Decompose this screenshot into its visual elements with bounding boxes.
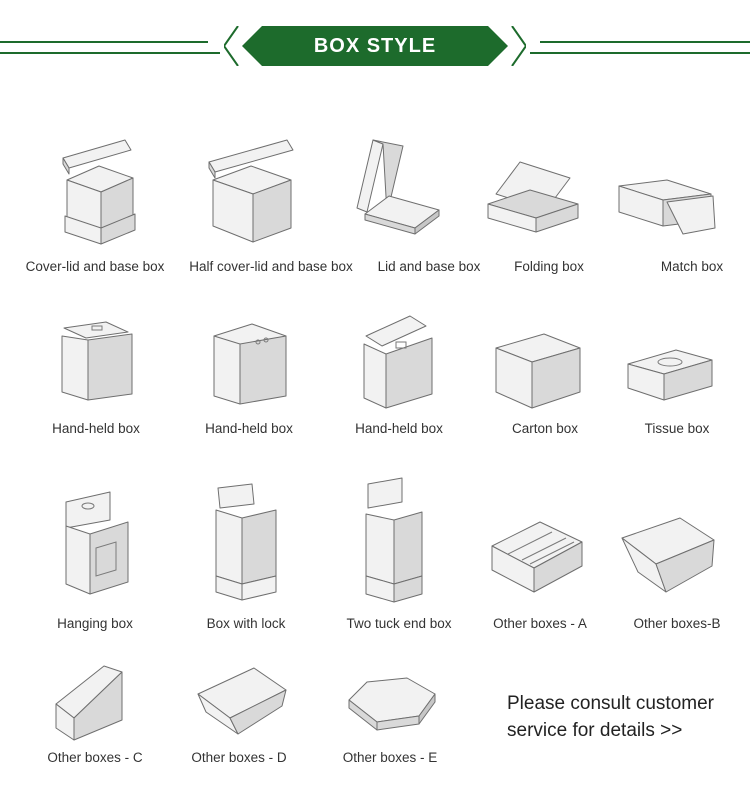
box-label: Hanging box [57, 616, 133, 631]
page-title: BOX STYLE [313, 35, 437, 57]
tissue-box-icon [627, 349, 713, 401]
box-with-lock-icon [215, 483, 277, 601]
hand-held-box-icon [363, 315, 433, 409]
box-label: Hand-held box [205, 421, 293, 436]
header-line-right-lower [530, 52, 750, 54]
hand-held-box-icon [213, 323, 287, 405]
display-box-icon [55, 665, 123, 741]
box-label: Match box [660, 259, 724, 274]
box-label: Other boxes - E [342, 750, 438, 765]
carton-box-icon [495, 333, 581, 409]
box-label: Two tuck end box [346, 616, 452, 631]
half-cover-lid-base-box-icon [208, 139, 294, 243]
box-label: Folding box [514, 259, 584, 274]
box-label: Other boxes - A [493, 616, 587, 631]
tray-box-icon [197, 667, 287, 735]
hexagon-tray-icon [348, 677, 436, 731]
box-label: Other boxes-B [633, 616, 721, 631]
two-tuck-end-box-icon [365, 477, 423, 603]
banner-shape [224, 26, 526, 66]
header-line-left-lower [0, 52, 220, 54]
section-banner: BOX STYLE [224, 26, 526, 66]
hand-held-box-icon [61, 321, 133, 401]
box-label: Tissue box [644, 421, 710, 436]
header-line-right [540, 41, 750, 43]
lid-base-box-icon [356, 139, 440, 235]
header-line-left [0, 41, 208, 43]
consult-line-2: service for details >> [507, 720, 683, 741]
box-label: Hand-held box [355, 421, 443, 436]
folding-box-icon [487, 161, 579, 233]
match-box-icon [618, 179, 716, 235]
box-label: Hand-held box [52, 421, 140, 436]
cover-lid-base-box-icon [62, 139, 136, 245]
box-label: Other boxes - C [47, 750, 143, 765]
hanging-box-icon [65, 491, 129, 595]
box-label: Carton box [511, 421, 579, 436]
box-label: Cover-lid and base box [25, 259, 165, 274]
box-label: Half cover-lid and base box [189, 259, 353, 274]
box-label: Other boxes - D [191, 750, 287, 765]
divider-tray-box-icon [491, 521, 583, 593]
scoop-box-icon [621, 517, 715, 593]
consult-link[interactable]: Please consult customer service for deta… [507, 690, 714, 744]
box-label: Lid and base box [377, 259, 481, 274]
box-label: Box with lock [206, 616, 286, 631]
consult-line-1: Please consult customer [507, 693, 714, 714]
